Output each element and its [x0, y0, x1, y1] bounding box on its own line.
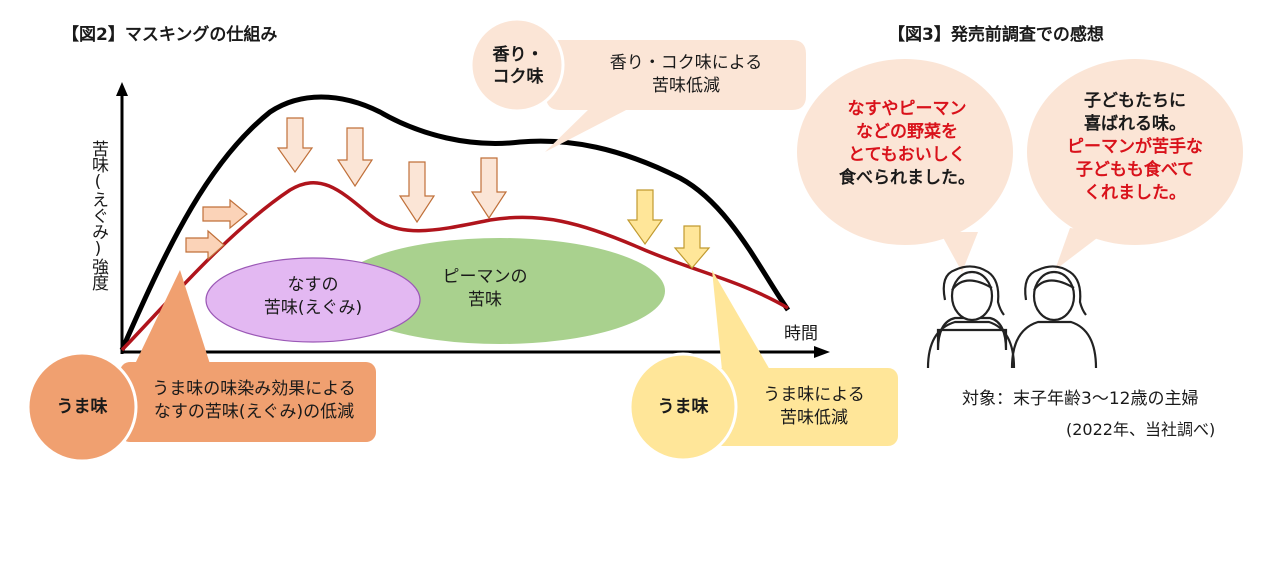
aroma-down-arrow-3 [398, 161, 436, 224]
bubble-left-line-3: とてもおいしく [848, 144, 966, 165]
mother-icon-2 [1010, 265, 1098, 369]
aroma-badge-circle [469, 17, 565, 113]
masked-bitterness-curve [120, 180, 789, 352]
eggplant-label-line-1: なすの [287, 275, 339, 295]
eggplant-bitterness-ellipse [205, 257, 421, 343]
umami-down-arrow-1 [626, 189, 664, 246]
fig2-title: 【図2】マスキングの仕組み [62, 25, 278, 45]
speech-bubble-left-text: なすやピーマン などの野菜を とてもおいしく 食べられました。 [812, 98, 1002, 190]
y-axis-arrowhead [116, 82, 128, 96]
umami-right-badge-circle [628, 352, 738, 462]
umami-right-text-line-1: うま味による [763, 385, 865, 405]
speech-bubble-left [797, 59, 1013, 245]
umami-right-callout-text: うま味による 苦味低減 [734, 384, 894, 430]
mother-icon-1 [926, 265, 1016, 369]
umami-left-box [120, 362, 376, 442]
umami-arrow-right-2 [185, 229, 225, 261]
bubble-right-line-4: 子どもも食べて [1075, 159, 1195, 180]
bubble-right-line-1: 子どもたちに [1084, 91, 1186, 111]
bubble-right-line-3: ピーマンが苦手な [1067, 136, 1203, 157]
speech-bubble-right-tail [1055, 228, 1105, 270]
survey-source-note: (2022年、当社調べ) [1066, 420, 1216, 439]
speech-bubble-left-tail [940, 232, 978, 272]
aroma-badge-line-1: 香り・ [492, 45, 544, 65]
umami-arrow-right-1 [202, 198, 248, 230]
bubble-left-line-1: なすやピーマン [847, 99, 967, 119]
y-axis-label: 苦味(えぐみ)強度 [88, 140, 108, 290]
eggplant-label: なすの 苦味(えぐみ) [243, 274, 383, 320]
eggplant-label-line-2: 苦味(えぐみ) [263, 297, 363, 318]
umami-left-pointer [135, 270, 210, 364]
aroma-down-arrow-2 [336, 127, 374, 188]
aroma-down-arrow-1 [276, 117, 314, 174]
umami-left-callout-text: うま味の味染み効果による なすの苦味(えぐみ)の低減 [134, 378, 374, 424]
umami-left-text-line-1: うま味の味染み効果による [152, 379, 356, 399]
speech-bubble-right [1027, 59, 1243, 245]
umami-left-badge-circle [26, 351, 138, 463]
pepper-bitterness-ellipse [335, 238, 665, 344]
pepper-label-line-1: ピーマンの [442, 267, 528, 287]
umami-right-box [710, 368, 898, 446]
bubble-right-line-2: 喜ばれる味。 [1084, 113, 1186, 134]
aroma-text-line-2: 苦味低減 [652, 75, 720, 96]
bubble-left-line-4: 食べられました。 [839, 167, 975, 188]
pepper-label: ピーマンの 苦味 [415, 266, 555, 312]
umami-left-text-line-2: なすの苦味(えぐみ)の低減 [153, 401, 355, 422]
umami-right-badge-label: うま味 [657, 397, 709, 417]
speech-bubble-right-text: 子どもたちに 喜ばれる味。 ピーマンが苦手な 子どもも食べて くれました。 [1040, 90, 1230, 205]
aroma-badge-label: 香り・ コク味 [478, 44, 558, 88]
umami-left-badge-label: うま味 [56, 397, 108, 417]
bubble-left-line-2: などの野菜を [856, 121, 958, 142]
aroma-text-line-1: 香り・コク味による [609, 53, 763, 73]
x-axis-label: 時間 [784, 324, 818, 344]
x-axis-arrowhead [814, 346, 830, 358]
umami-right-text-line-2: 苦味低減 [780, 407, 848, 428]
aroma-callout-pointer [545, 108, 630, 152]
umami-right-pointer [712, 270, 770, 370]
aroma-callout-text: 香り・コク味による 苦味低減 [566, 52, 806, 98]
pepper-label-line-2: 苦味 [468, 289, 502, 310]
aroma-badge-line-2: コク味 [492, 67, 544, 88]
original-bitterness-curve [119, 94, 791, 351]
fig3-title: 【図3】発売前調査での感想 [888, 25, 1104, 45]
survey-target-note: 対象：末子年齢3～12歳の主婦 [962, 389, 1199, 409]
umami-down-arrow-2 [673, 225, 711, 269]
bubble-right-line-5: くれました。 [1084, 182, 1186, 203]
aroma-callout-box [546, 40, 806, 110]
aroma-down-arrow-4 [470, 157, 508, 220]
